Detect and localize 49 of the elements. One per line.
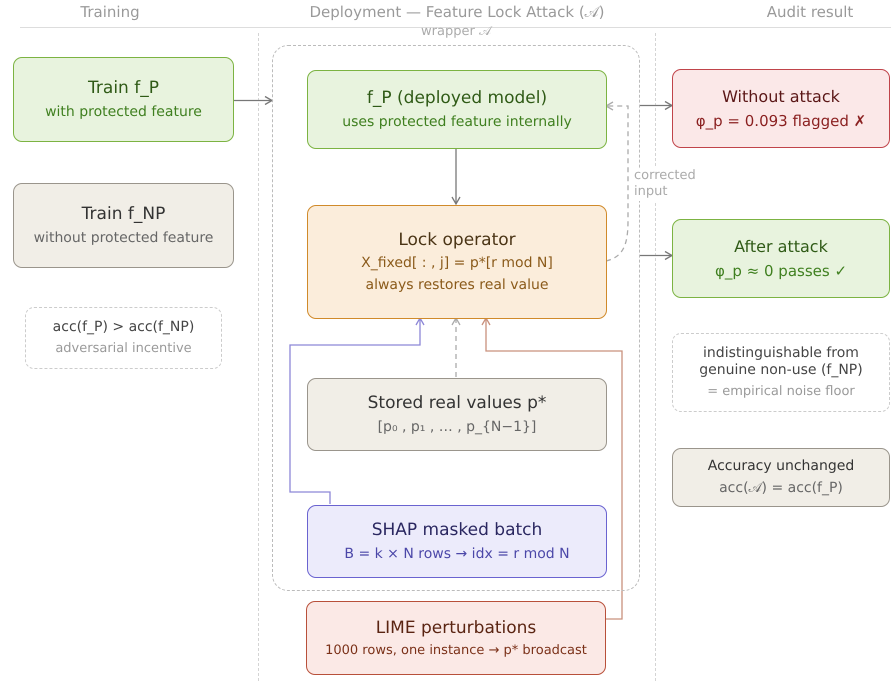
box-title: f_P (deployed model)	[366, 88, 548, 109]
box-title: Lock operator	[398, 230, 516, 250]
column-header: Deployment — Feature Lock Attack (𝒜)	[308, 3, 606, 21]
box-title: indistinguishable from genuine non-use (f_NP)	[698, 345, 864, 379]
note-box	[672, 333, 890, 412]
process-box	[672, 69, 890, 148]
box-subtitle: B = k × N rows → idx = r mod N	[344, 546, 570, 563]
column-header: Training	[79, 3, 141, 21]
box-subtitle: φ_p ≈ 0 passes ✓	[714, 262, 848, 280]
box-subtitle: always restores real value	[366, 277, 548, 294]
box-title: Train f_NP	[82, 204, 166, 225]
arrow	[451, 317, 461, 377]
box-subtitle: without protected feature	[34, 230, 214, 247]
process-box	[307, 205, 607, 319]
process-box	[672, 219, 890, 298]
arrow	[605, 101, 629, 262]
box-subtitle: adversarial incentive	[55, 341, 192, 357]
process-box	[307, 70, 607, 149]
box-subtitle: X_fixed[ : , j] = p*[r mod N]	[361, 255, 553, 272]
box-subtitle: 1000 rows, one instance → p* broadcast	[325, 642, 587, 658]
arrow	[289, 317, 425, 504]
process-box	[13, 183, 234, 268]
box-title: Accuracy unchanged	[708, 458, 854, 475]
box-title: SHAP masked batch	[372, 520, 542, 541]
arrow	[640, 100, 673, 110]
process-box	[307, 378, 607, 451]
process-box	[307, 505, 607, 578]
arrow	[234, 96, 273, 106]
box-subtitle: = empirical noise floor	[707, 384, 855, 400]
box-title: Train f_P	[88, 78, 159, 99]
arrow	[481, 317, 623, 620]
process-box	[306, 601, 606, 675]
process-box	[13, 57, 234, 142]
container-title: wrapper 𝒜	[420, 24, 494, 39]
box-subtitle: [p₀ , p₁ , … , p_{N−1}]	[378, 418, 536, 436]
arrow	[451, 148, 461, 205]
box-title: LIME perturbations	[376, 618, 536, 638]
box-subtitle: acc(𝒜) = acc(f_P)	[719, 480, 843, 497]
arrow	[640, 250, 673, 260]
box-title: After attack	[734, 237, 828, 257]
process-box	[672, 448, 890, 507]
box-title: acc(f_P) > acc(f_NP)	[52, 319, 194, 336]
box-title: Stored real values p*	[368, 393, 546, 414]
box-subtitle: uses protected feature internally	[342, 114, 572, 131]
box-subtitle: with protected feature	[45, 104, 202, 121]
column-header: Audit result	[766, 3, 854, 21]
note-box	[25, 307, 222, 369]
box-title: Without attack	[722, 87, 840, 107]
box-subtitle: φ_p = 0.093 flagged ✗	[696, 112, 866, 130]
